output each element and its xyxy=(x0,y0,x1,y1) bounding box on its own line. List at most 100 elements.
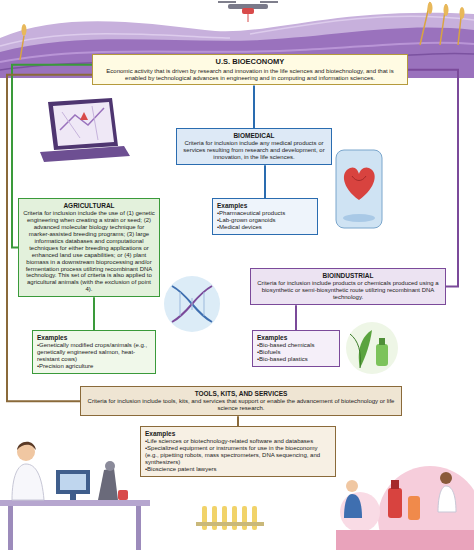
hill-landscape xyxy=(0,34,230,46)
scientist-illustration xyxy=(105,461,115,471)
bioplastic-icon xyxy=(376,344,388,366)
scientist-illustration xyxy=(56,470,90,494)
box-text: •Life sciences or biotechnology-related … xyxy=(145,438,331,445)
connector-line xyxy=(408,70,458,287)
dna-icon xyxy=(164,276,220,332)
box-text: •Pharmaceutical products xyxy=(217,210,313,217)
wheat-stalks xyxy=(22,24,27,36)
connector-line xyxy=(253,85,255,128)
organoid-heart-icon xyxy=(344,167,375,200)
laptop-illustration xyxy=(80,112,88,120)
examples-box: Examples•Life sciences or biotechnology-… xyxy=(140,426,336,477)
lab-team-illustration xyxy=(440,472,452,484)
laptop-illustration xyxy=(62,106,98,140)
test-tubes xyxy=(222,506,227,530)
lab-team-illustration xyxy=(336,530,474,550)
box-text: •Precision agriculture xyxy=(37,363,151,370)
box-heading: Examples xyxy=(257,334,335,341)
connector-line xyxy=(93,297,95,330)
scientist-illustration xyxy=(0,442,150,550)
box-text: •Specialized equipment or instruments fo… xyxy=(145,445,331,466)
scientist-illustration xyxy=(60,474,86,490)
scientist-illustration xyxy=(98,468,118,500)
box-text: •Lab-grown organoids xyxy=(217,217,313,224)
drone xyxy=(218,2,278,22)
wheat-stalks xyxy=(428,2,433,14)
box-heading: TOOLS, KITS, AND SERVICES xyxy=(85,390,397,397)
test-tubes xyxy=(212,506,217,530)
test-tubes xyxy=(252,506,257,530)
box-heading: U.S. BIOECONOMY xyxy=(97,58,403,67)
root-box: U.S. BIOECONOMYEconomic activity that is… xyxy=(92,54,408,85)
box-heading: Examples xyxy=(217,202,313,209)
category-box: BIOMEDICALCriteria for inclusion include… xyxy=(176,128,332,165)
box-text: Criteria for inclusion include tools, ki… xyxy=(85,398,397,412)
laptop-illustration xyxy=(40,98,130,162)
scientist-illustration xyxy=(0,500,150,506)
test-tubes xyxy=(202,506,207,530)
bioplastic-icon xyxy=(350,334,361,368)
dna-icon xyxy=(172,286,212,322)
box-text: •Medical devices xyxy=(217,224,313,231)
laptop-illustration xyxy=(53,102,114,146)
examples-box: Examples•Pharmaceutical products•Lab-gro… xyxy=(212,198,318,235)
box-text: •Bio-based chemicals xyxy=(257,342,335,349)
bioplastic-icon xyxy=(379,338,385,345)
box-heading: Examples xyxy=(37,334,151,341)
box-heading: BIOMEDICAL xyxy=(181,132,327,139)
laptop-illustration xyxy=(40,146,130,162)
test-tubes xyxy=(196,522,264,526)
test-tubes xyxy=(242,506,247,530)
box-text: Criteria for inclusion include any medic… xyxy=(181,140,327,161)
drone xyxy=(218,1,236,3)
box-heading: AGRICULTURAL xyxy=(23,202,155,209)
lab-team-illustration xyxy=(388,488,402,518)
scientist-illustration xyxy=(136,506,141,550)
lab-team-illustration xyxy=(391,480,399,489)
category-box: BIOINDUSTRIALCriteria for inclusion incl… xyxy=(250,268,446,305)
drone xyxy=(248,14,249,22)
wheat-stalks xyxy=(460,7,465,19)
laptop-illustration xyxy=(48,98,118,150)
wheat-stalks xyxy=(20,36,24,60)
dna-icon xyxy=(180,292,204,316)
dna-icon xyxy=(172,286,212,322)
category-box: AGRICULTURALCriteria for inclusion inclu… xyxy=(18,198,160,297)
scientist-illustration xyxy=(8,506,13,550)
box-text: •Bioscience patent lawyers xyxy=(145,466,331,473)
scientist-illustration xyxy=(12,464,44,500)
lab-team-illustration xyxy=(408,496,420,520)
box-text: Criteria for inclusion include products … xyxy=(255,280,441,301)
box-text: •Genetically modified crops/animals (e.g… xyxy=(37,342,151,363)
scientist-illustration xyxy=(17,442,36,450)
scientist-illustration xyxy=(118,490,128,500)
box-text: •Bio-based plastics xyxy=(257,356,335,363)
box-text: •Biofuels xyxy=(257,349,335,356)
drone xyxy=(260,1,278,3)
wheat-stalks xyxy=(20,2,465,60)
organoid-heart-icon xyxy=(336,150,382,228)
organoid-heart-icon xyxy=(343,214,375,222)
organoid-heart-icon xyxy=(336,150,382,228)
drone xyxy=(242,8,254,14)
lab-team-illustration xyxy=(438,486,456,512)
bioplastic-icon xyxy=(346,322,398,374)
category-box: TOOLS, KITS, AND SERVICESCriteria for in… xyxy=(80,386,402,416)
box-heading: Examples xyxy=(145,430,331,437)
lab-team-illustration xyxy=(336,466,474,550)
lab-team-illustration xyxy=(340,492,380,532)
box-text: Criteria for inclusion include the use o… xyxy=(23,210,155,293)
lab-team-illustration xyxy=(344,494,362,518)
box-heading: BIOINDUSTRIAL xyxy=(255,272,441,279)
hill-landscape xyxy=(250,16,474,34)
organoid-heart-icon xyxy=(352,176,366,181)
dna-icon xyxy=(164,276,220,332)
examples-box: Examples•Bio-based chemicals•Biofuels•Bi… xyxy=(252,330,340,367)
lab-team-illustration xyxy=(346,480,358,492)
bioplastic-icon xyxy=(346,322,398,374)
connector-line xyxy=(264,165,266,198)
test-tubes xyxy=(196,506,264,530)
wheat-stalks xyxy=(444,4,449,16)
test-tubes xyxy=(232,506,237,530)
